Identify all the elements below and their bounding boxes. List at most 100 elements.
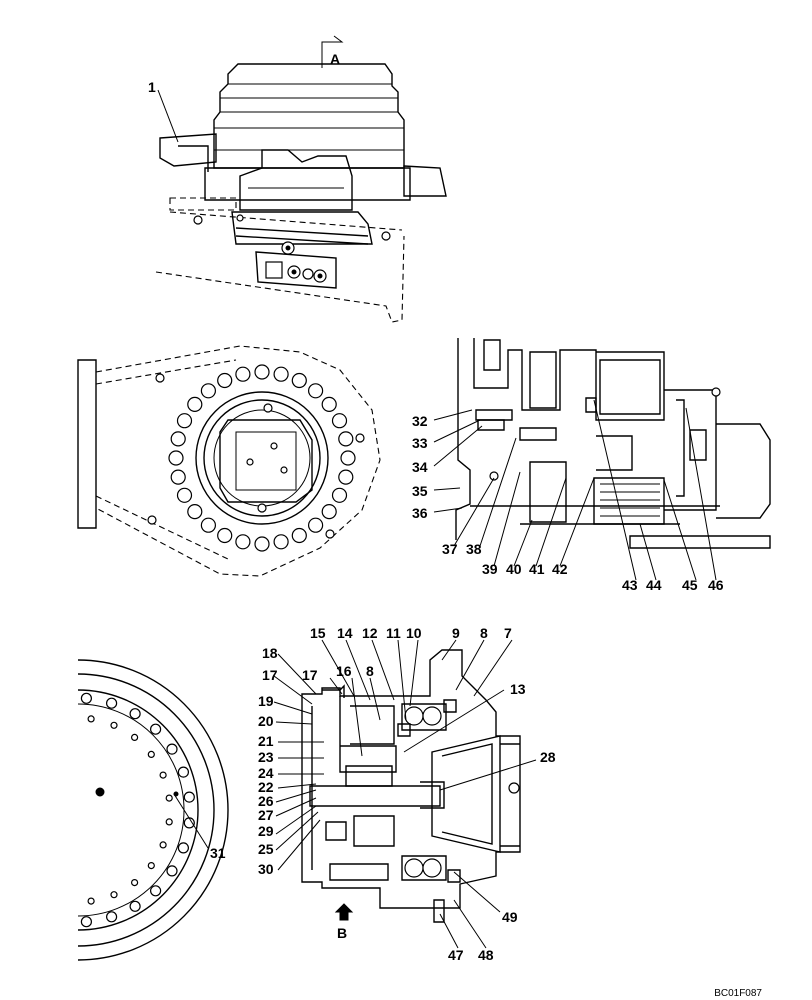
hub-bolt bbox=[170, 431, 186, 447]
wheel-bolt-inner bbox=[110, 891, 118, 899]
view-b-label: B bbox=[337, 925, 347, 941]
wheel-bolt-inner bbox=[131, 733, 139, 742]
hub-bolt bbox=[273, 366, 289, 382]
wheel-bolt bbox=[177, 766, 189, 778]
callout-13: 13 bbox=[510, 681, 526, 697]
wheel-bolt bbox=[80, 916, 93, 928]
callout-8-b: 8 bbox=[366, 663, 374, 679]
wheel-bolt-inner bbox=[165, 818, 173, 826]
motor-section-assembly bbox=[301, 649, 521, 923]
callout-17: 17 bbox=[262, 667, 278, 683]
hub-bolt bbox=[176, 413, 193, 429]
wheel-bolt-inner bbox=[131, 878, 139, 887]
callout-12: 12 bbox=[362, 625, 378, 641]
callout-46: 46 bbox=[708, 577, 724, 593]
callout-22: 22 bbox=[258, 779, 274, 795]
wheel-bolt bbox=[129, 708, 141, 720]
hub-bolt bbox=[308, 383, 324, 399]
callout-27: 27 bbox=[258, 807, 274, 823]
hub-bolt bbox=[187, 396, 203, 412]
hub-bolt bbox=[217, 527, 233, 544]
hub-bolt bbox=[200, 517, 216, 533]
callout-28: 28 bbox=[540, 749, 556, 765]
hub-bolt bbox=[321, 504, 337, 520]
hub-bolt bbox=[168, 450, 184, 466]
hub-bolt bbox=[187, 504, 203, 520]
wheel-bolt bbox=[150, 723, 162, 735]
callout-44: 44 bbox=[646, 577, 662, 593]
callout-18: 18 bbox=[262, 645, 278, 661]
callout-labels: 1 32 33 34 35 36 37 38 39 40 41 42 43 44… bbox=[148, 79, 724, 963]
callout-29: 29 bbox=[258, 823, 274, 839]
callout-9: 9 bbox=[452, 625, 460, 641]
wheel-bolt-inner bbox=[147, 750, 155, 759]
callout-21: 21 bbox=[258, 733, 274, 749]
callout-16: 16 bbox=[336, 663, 352, 679]
callout-10: 10 bbox=[406, 625, 422, 641]
hub-bolt bbox=[308, 517, 324, 533]
hub-bolt bbox=[170, 469, 186, 485]
callout-43: 43 bbox=[622, 577, 638, 593]
wheel-bolt bbox=[105, 911, 118, 923]
callout-20: 20 bbox=[258, 713, 274, 729]
wheel-bolt-inner bbox=[165, 794, 173, 802]
wheel-bolt-inner bbox=[87, 897, 95, 905]
callout-15: 15 bbox=[310, 625, 326, 641]
wheel-bolt bbox=[183, 791, 195, 803]
callout-26: 26 bbox=[258, 793, 274, 809]
wheel-bolt-inner bbox=[159, 841, 167, 849]
callout-19: 19 bbox=[258, 693, 274, 709]
callout-25: 25 bbox=[258, 841, 274, 857]
hub-bolt bbox=[338, 469, 354, 485]
hub-bolt bbox=[338, 431, 354, 447]
callout-1: 1 bbox=[148, 79, 156, 95]
callout-24: 24 bbox=[258, 765, 274, 781]
wheel-bolt bbox=[80, 692, 93, 704]
callout-39: 39 bbox=[482, 561, 498, 577]
hub-bolt bbox=[254, 536, 270, 552]
wheel-view-b bbox=[77, 659, 229, 961]
hub-bolt bbox=[235, 534, 251, 550]
frame-hub-view bbox=[77, 345, 381, 577]
callout-23: 23 bbox=[258, 749, 274, 765]
hub-bolt bbox=[331, 487, 348, 503]
callout-40: 40 bbox=[506, 561, 522, 577]
wheel-bolt bbox=[177, 842, 189, 854]
callout-33: 33 bbox=[412, 435, 428, 451]
callout-48: 48 bbox=[478, 947, 494, 963]
callout-47: 47 bbox=[448, 947, 464, 963]
hub-bolt bbox=[273, 534, 289, 550]
callout-7: 7 bbox=[504, 625, 512, 641]
travel-motor-top-view bbox=[155, 35, 447, 323]
hub-bolt bbox=[217, 372, 233, 389]
callout-35: 35 bbox=[412, 483, 428, 499]
callout-31: 31 bbox=[210, 845, 226, 861]
callout-17-b: 17 bbox=[302, 667, 318, 683]
callout-8: 8 bbox=[480, 625, 488, 641]
hub-bolt bbox=[200, 383, 216, 399]
wheel-bolt bbox=[150, 885, 162, 897]
wheel-bolt-inner bbox=[110, 721, 118, 729]
wheel-bolt bbox=[105, 697, 118, 709]
view-a-label: A bbox=[330, 51, 340, 67]
callout-45: 45 bbox=[682, 577, 698, 593]
hub-bolt bbox=[235, 366, 251, 382]
drawing-code: BC01F087 bbox=[714, 988, 762, 999]
wheel-bolt bbox=[166, 743, 178, 755]
hub-bolt bbox=[291, 527, 307, 544]
hub-bolt bbox=[321, 396, 337, 412]
wheel-bolt bbox=[129, 900, 141, 912]
callout-42: 42 bbox=[552, 561, 568, 577]
hub-bolt bbox=[340, 450, 356, 466]
wheel-bolt bbox=[183, 817, 195, 829]
wheel-bolt-ring bbox=[80, 692, 195, 928]
brake-detail-section bbox=[455, 338, 771, 549]
callout-36: 36 bbox=[412, 505, 428, 521]
callout-32: 32 bbox=[412, 413, 428, 429]
wheel-bolt-inner bbox=[147, 861, 155, 870]
wheel-bolt-inner bbox=[159, 771, 167, 779]
hub-bolt bbox=[331, 413, 348, 429]
hub-bolt bbox=[176, 487, 193, 503]
